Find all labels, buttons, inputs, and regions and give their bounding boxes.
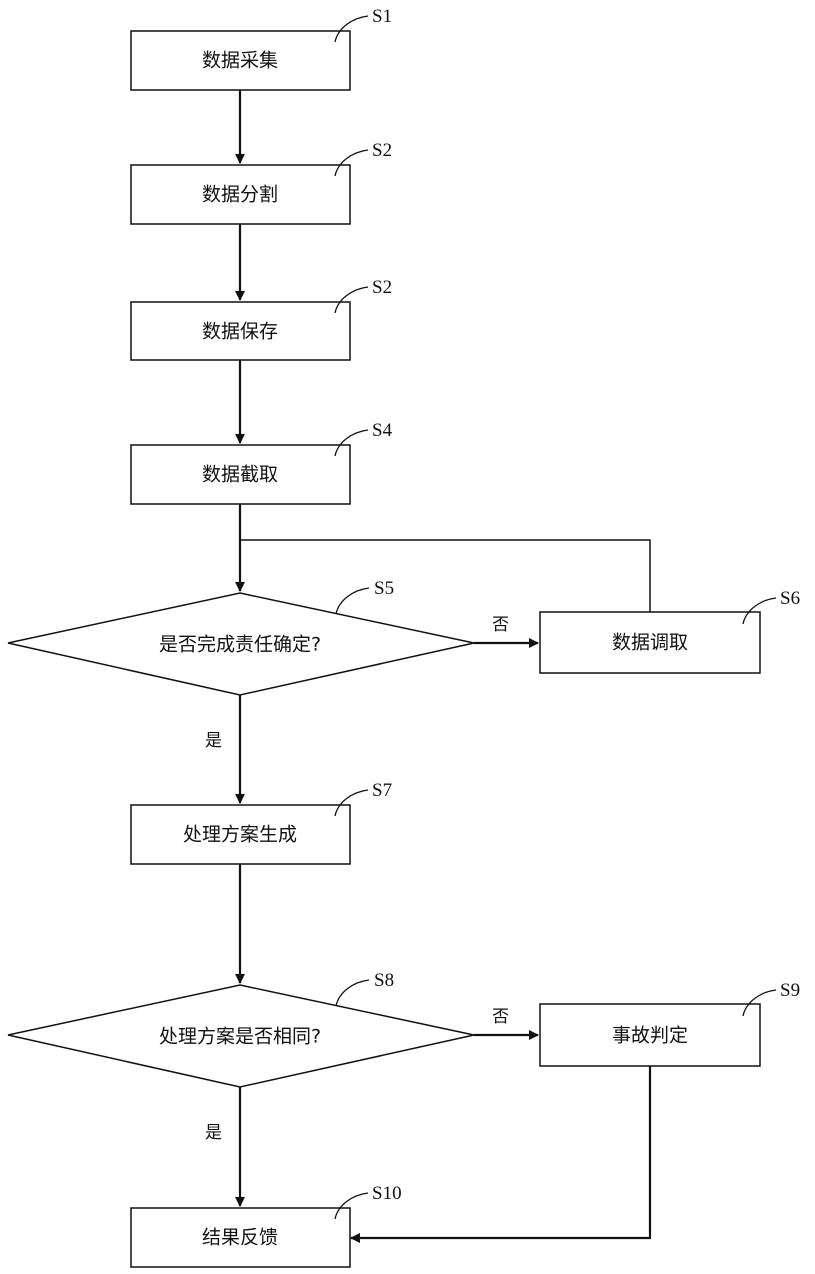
node-s6: 数据调取 S6 [540, 588, 800, 673]
s5-yes-label: 是 [205, 731, 222, 751]
node-s1: 数据采集 S1 [131, 6, 392, 90]
node-s9-label: S9 [780, 980, 800, 1001]
node-s10-text: 结果反馈 [202, 1227, 278, 1249]
node-s4: 数据截取 S4 [131, 420, 393, 504]
node-s5-label: S5 [374, 578, 394, 599]
node-s9-text: 事故判定 [612, 1025, 688, 1047]
node-s8-text: 处理方案是否相同? [159, 1026, 321, 1048]
node-s6-label: S6 [780, 588, 800, 609]
node-s1-label: S1 [372, 6, 392, 27]
node-s8: 处理方案是否相同? S8 否 是 [8, 970, 509, 1143]
node-s4-label: S4 [372, 420, 393, 441]
node-s3-text: 数据保存 [202, 321, 278, 343]
node-s5-leader [336, 588, 369, 614]
arrow-s9-s10 [351, 1066, 650, 1238]
node-s7: 处理方案生成 S7 [131, 780, 392, 864]
node-s5-text: 是否完成责任确定? [159, 634, 321, 656]
node-s9: 事故判定 S9 [540, 980, 800, 1066]
node-s3: 数据保存 S2 [131, 277, 392, 360]
node-s8-label: S8 [374, 970, 394, 991]
node-s6-text: 数据调取 [612, 632, 688, 654]
node-s5: 是否完成责任确定? S5 否 是 [8, 578, 509, 751]
node-s1-text: 数据采集 [202, 50, 278, 72]
node-s2: 数据分割 S2 [131, 140, 392, 224]
node-s8-leader [336, 980, 369, 1006]
node-s10-label: S10 [372, 1183, 402, 1204]
node-s2-label: S2 [372, 140, 392, 161]
node-s10: 结果反馈 S10 [131, 1183, 402, 1267]
node-s3-label: S2 [372, 277, 392, 298]
loop-s6-back [240, 540, 650, 612]
s8-yes-label: 是 [205, 1123, 222, 1143]
s8-no-label: 否 [492, 1007, 509, 1027]
node-s2-text: 数据分割 [202, 184, 278, 206]
node-s7-label: S7 [372, 780, 392, 801]
node-s7-text: 处理方案生成 [183, 824, 297, 846]
node-s4-text: 数据截取 [202, 464, 278, 486]
s5-no-label: 否 [492, 615, 509, 635]
